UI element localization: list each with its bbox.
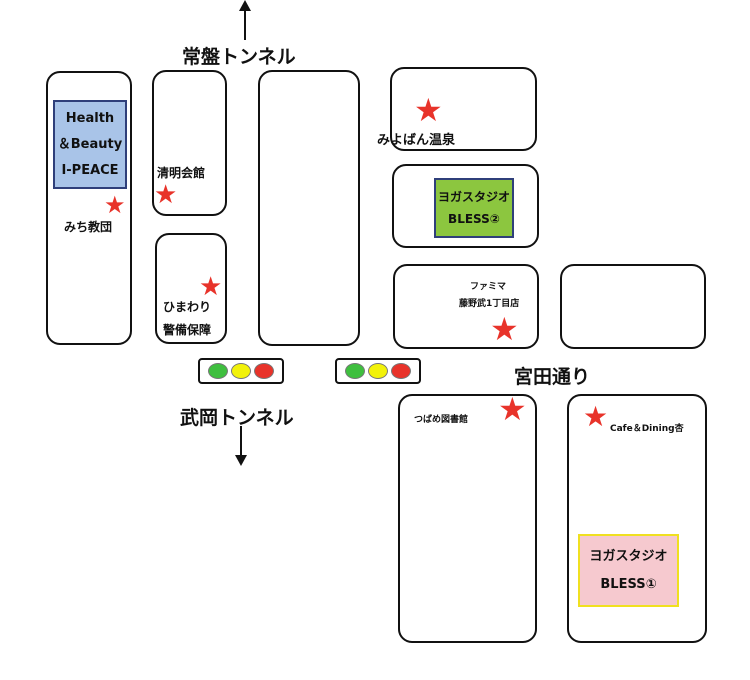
signal-light-red-icon — [391, 363, 412, 379]
signal-light-green-icon — [207, 363, 228, 379]
road-label-bottom-tunnel: 武岡トンネル — [180, 407, 294, 429]
city-block-3 — [155, 233, 227, 344]
star-icon: ★ — [199, 272, 223, 302]
city-block-8 — [560, 264, 706, 349]
road-label-main-street: 宮田通り — [514, 366, 591, 388]
place-label-cafe[interactable]: Cafe＆Dining杏 — [610, 424, 684, 434]
yoga-bless-1-line-2: BLESS① — [600, 576, 657, 592]
place-label-michi[interactable]: みち教団 — [64, 220, 113, 234]
place-label-tsubame[interactable]: つばめ図書館 — [414, 415, 469, 425]
city-block-4 — [258, 70, 360, 346]
place-label-seimei[interactable]: 清明会館 — [157, 166, 206, 180]
city-block-7 — [393, 264, 539, 349]
yoga-bless-1-line-1: ヨガスタジオ — [589, 548, 668, 564]
yoga-bless-2-box[interactable]: ヨガスタジオ BLESS② — [434, 178, 514, 238]
health-beauty-line-3: I-PEACE — [61, 162, 119, 178]
yoga-bless-2-line-2: BLESS② — [448, 212, 500, 226]
health-beauty-line-1: Health — [65, 110, 115, 126]
health-beauty-box[interactable]: Health ＆Beauty I-PEACE — [53, 100, 127, 189]
arrow-down-icon — [235, 426, 247, 466]
star-icon: ★ — [154, 180, 178, 210]
signal-light-yellow-icon — [230, 363, 251, 379]
yoga-bless-2-line-1: ヨガスタジオ — [437, 190, 510, 204]
traffic-signal-right — [335, 358, 421, 384]
place-label-himawari-1[interactable]: ひまわり — [163, 300, 212, 314]
star-icon: ★ — [583, 400, 609, 433]
city-block-5 — [390, 67, 537, 151]
yoga-bless-1-box[interactable]: ヨガスタジオ BLESS① — [578, 534, 679, 607]
place-label-famima-2[interactable]: 藤野武1丁目店 — [459, 299, 520, 309]
health-beauty-line-2: ＆Beauty — [57, 136, 123, 152]
signal-light-green-icon — [344, 363, 365, 379]
star-icon: ★ — [498, 390, 527, 428]
star-icon: ★ — [490, 310, 519, 348]
city-block-9 — [398, 394, 537, 643]
city-block-2 — [152, 70, 227, 216]
place-label-miyoban[interactable]: みよばん温泉 — [377, 133, 456, 148]
traffic-signal-left — [198, 358, 284, 384]
signal-light-yellow-icon — [367, 363, 388, 379]
place-label-himawari-2[interactable]: 警備保障 — [163, 323, 212, 337]
place-label-famima-1[interactable]: ファミマ — [470, 282, 507, 292]
star-icon: ★ — [414, 91, 443, 129]
signal-light-red-icon — [254, 363, 275, 379]
arrow-up-icon — [239, 0, 251, 40]
road-label-top-tunnel: 常盤トンネル — [182, 46, 296, 68]
star-icon: ★ — [104, 191, 126, 219]
